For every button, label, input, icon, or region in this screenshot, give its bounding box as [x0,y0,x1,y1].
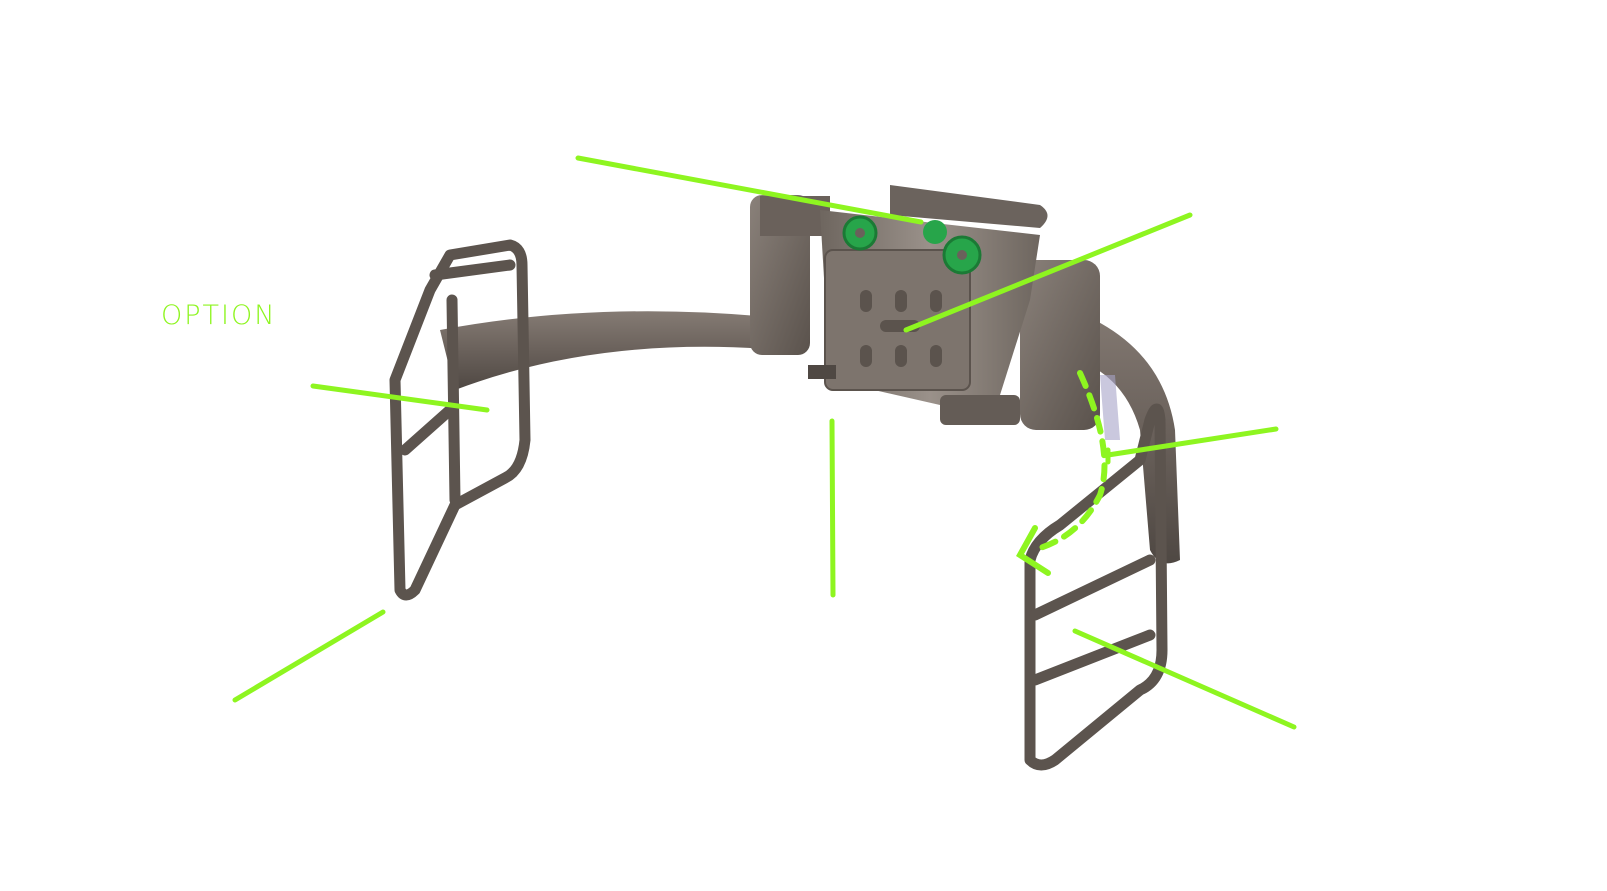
left-handle-frame [389,239,531,601]
callout-line-top-knob [575,155,924,225]
callout-line-right-belt [1105,426,1279,458]
callout-line-plate [903,212,1193,333]
callout-line-right-handle [1072,628,1297,730]
central-housing [750,185,1100,430]
rotation-arrow [1016,370,1108,576]
right-handle-frame [1024,403,1168,771]
callout-line-left-handle [310,383,490,413]
green-knobs [842,215,982,275]
rotation-arrow-head [1016,525,1051,576]
option-label: OPTION [161,300,277,331]
rotation-arrow-path [1037,370,1108,551]
callout-line-center-vertical [829,418,836,598]
callout-lines [232,155,1297,730]
callout-line-bottom-left [232,609,386,703]
knob-back [923,220,947,244]
